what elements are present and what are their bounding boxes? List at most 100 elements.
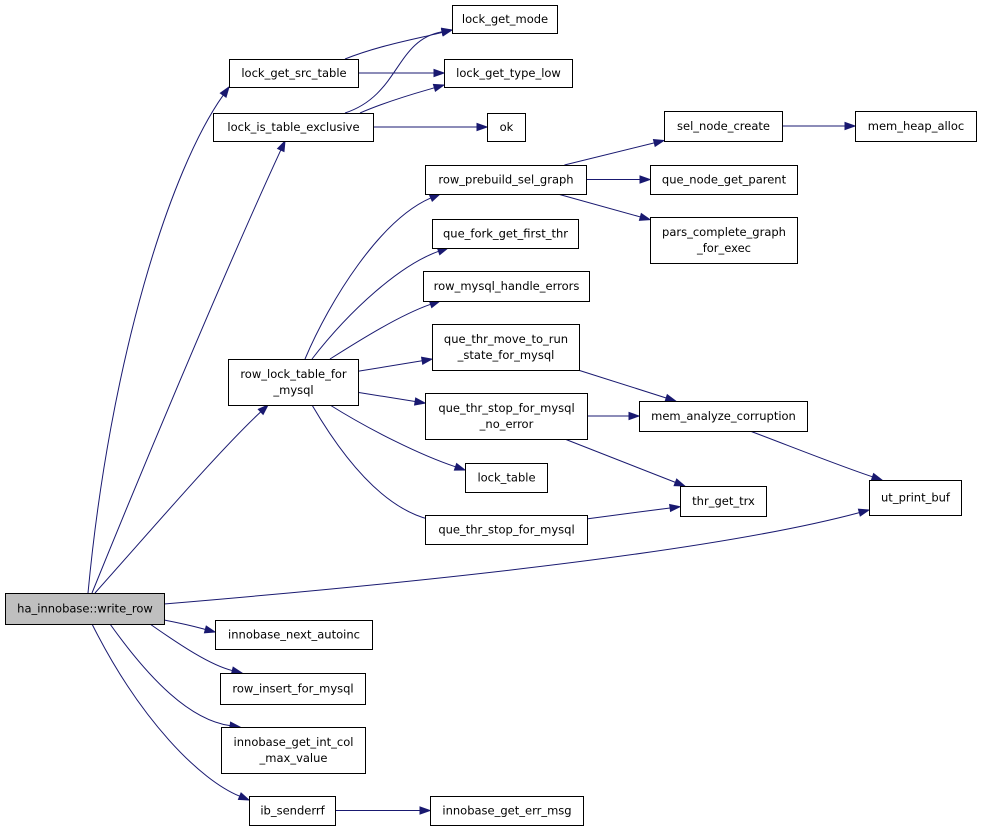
arrowhead-icon	[257, 403, 270, 416]
node-label: pars_complete_graph	[662, 225, 786, 239]
node-label: _no_error	[479, 417, 534, 431]
node-row-insert-for-mysql[interactable]: row_insert_for_mysql	[220, 673, 366, 705]
node-label: _for_exec	[696, 241, 751, 255]
edge-sel_node_create-to-mem_heap_alloc	[782, 121, 857, 131]
node-box	[213, 113, 374, 142]
node-ib-senderrf[interactable]: ib_senderrf	[249, 796, 336, 826]
node-box	[650, 165, 798, 195]
node-innobase-get-int-col-max-value[interactable]: innobase_get_int_col_max_value	[221, 727, 366, 774]
node-lock-get-mode[interactable]: lock_get_mode	[452, 5, 558, 34]
node-lock-is-table-exclusive[interactable]: lock_is_table_exclusive	[213, 113, 374, 142]
node-label: row_prebuild_sel_graph	[438, 173, 573, 187]
arrowhead-icon	[673, 478, 687, 487]
node-label: ha_innobase::write_row	[17, 602, 153, 616]
node-lock-get-type-low[interactable]: lock_get_type_low	[444, 59, 573, 88]
edge-lock_is_table_exclusive-to-lock_get_mode	[344, 27, 454, 114]
node-que-thr-stop-for-mysql[interactable]: que_thr_stop_for_mysql	[425, 515, 588, 545]
node-lock-get-src-table[interactable]: lock_get_src_table	[229, 59, 359, 88]
node-label: que_node_get_parent	[662, 173, 787, 187]
node-label: innobase_get_int_col	[234, 735, 354, 749]
node-innobase-next-autoinc[interactable]: innobase_next_autoinc	[215, 620, 373, 650]
arrowhead-icon	[433, 68, 446, 78]
node-que-thr-stop-for-mysql-no-error[interactable]: que_thr_stop_for_mysql _no_error	[425, 393, 588, 440]
node-label: mem_analyze_corruption	[651, 409, 796, 423]
node-mem-analyze-corruption[interactable]: mem_analyze_corruption	[639, 401, 808, 432]
edge-ib_senderrf-to-innobase_get_err_msg	[334, 806, 432, 815]
node-box	[229, 59, 359, 88]
node-label: row_insert_for_mysql	[232, 682, 353, 696]
node-box	[432, 324, 580, 371]
node-lock-table[interactable]: lock_table	[465, 463, 548, 493]
edge-line	[311, 404, 431, 521]
node-row-mysql-handle-errors[interactable]: row_mysql_handle_errors	[423, 271, 590, 302]
edge-row_lock_table_for_mysql-to-row_prebuild_sel_graph	[304, 193, 442, 360]
node-box	[680, 486, 767, 517]
edge-ha_innobase_write_row-to-lock_get_src_table	[87, 85, 230, 594]
edge-line	[557, 193, 641, 218]
edge-que_thr_move_to_run_state_for_mysql-to-mem_analyze_corruption	[577, 369, 678, 402]
edge-ha_innobase_write_row-to-ut_print_buf	[163, 508, 871, 605]
node-label: sel_node_create	[677, 119, 770, 133]
arrowhead-icon	[419, 806, 432, 815]
edge-row_lock_table_for_mysql-to-row_mysql_handle_errors	[329, 300, 442, 360]
edge-ha_innobase_write_row-to-row_lock_table_for_mysql	[94, 403, 270, 594]
edge-row_prebuild_sel_graph-to-pars_complete_graph_for_exec	[557, 193, 652, 221]
edge-ha_innobase_write_row-to-ib_senderrf	[91, 623, 251, 801]
node-label: que_thr_move_to_run	[444, 332, 568, 346]
function-nodes: ha_innobase::write_row lock_get_src_table…	[5, 5, 977, 826]
node-label: ib_senderrf	[260, 804, 325, 818]
edge-line	[564, 142, 655, 166]
arrowhead-icon	[237, 792, 251, 801]
node-innobase-get-err-msg[interactable]: innobase_get_err_msg	[430, 796, 584, 826]
node-thr-get-trx[interactable]: thr_get_trx	[680, 486, 767, 517]
node-label: lock_get_src_table	[241, 66, 346, 80]
edge-line	[163, 619, 206, 630]
node-box	[221, 727, 366, 774]
edge-line	[344, 31, 443, 60]
arrowhead-icon	[639, 175, 652, 184]
arrowhead-icon	[652, 138, 666, 148]
node-que-fork-get-first-thr[interactable]: que_fork_get_first_thr	[432, 219, 579, 249]
node-box	[452, 5, 558, 34]
edge-mem_analyze_corruption-to-ut_print_buf	[749, 430, 884, 481]
node-box	[425, 393, 588, 440]
arrowhead-icon	[844, 121, 857, 131]
arrowhead-icon	[857, 508, 871, 517]
edge-row_lock_table_for_mysql-to-que_thr_stop_for_mysql	[311, 404, 442, 524]
edge-line	[586, 507, 671, 520]
node-row-prebuild-sel-graph[interactable]: row_prebuild_sel_graph	[425, 165, 587, 195]
edge-ha_innobase_write_row-to-lock_is_table_exclusive	[91, 139, 286, 594]
edge-row_prebuild_sel_graph-to-sel_node_create	[564, 138, 666, 166]
node-box	[430, 796, 584, 826]
node-label: lock_table	[477, 471, 535, 485]
edge-row_lock_table_for_mysql-to-que_thr_move_to_run_state_for_mysql	[357, 356, 434, 372]
node-que-thr-move-to-run-state-for-mysql[interactable]: que_thr_move_to_run _state_for_mysql	[432, 324, 580, 371]
node-label: innobase_get_err_msg	[442, 804, 571, 818]
arrowhead-icon	[276, 139, 286, 153]
arrowhead-icon	[432, 83, 446, 92]
node-label: que_thr_stop_for_mysql	[438, 401, 574, 415]
node-label: _state_for_mysql	[457, 348, 555, 362]
edge-row_lock_table_for_mysql-to-que_thr_stop_for_mysql_no_error	[357, 391, 427, 406]
node-box	[220, 673, 366, 705]
node-ok[interactable]: ok	[487, 113, 526, 142]
arrowhead-icon	[219, 85, 230, 98]
node-label: ut_print_buf	[881, 491, 951, 505]
arrowhead-icon	[664, 393, 678, 402]
node-pars-complete-graph-for-exec[interactable]: pars_complete_graph _for_exec	[650, 217, 798, 264]
edge-line	[564, 438, 676, 483]
node-sel-node-create[interactable]: sel_node_create	[664, 111, 783, 142]
edge-line	[311, 250, 439, 360]
node-label: innobase_next_autoinc	[228, 628, 360, 642]
node-mem-heap-alloc[interactable]: mem_heap_alloc	[855, 111, 977, 142]
node-box	[650, 217, 798, 264]
arrowhead-icon	[413, 397, 427, 406]
node-label: mem_heap_alloc	[868, 119, 965, 133]
edge-line	[149, 623, 233, 672]
arrowhead-icon	[428, 193, 442, 203]
node-que-node-get-parent[interactable]: que_node_get_parent	[650, 165, 798, 195]
node-label: lock_is_table_exclusive	[227, 120, 359, 134]
node-ut-print-buf[interactable]: ut_print_buf	[869, 480, 962, 516]
node-ha-innobase-write-row[interactable]: ha_innobase::write_row	[5, 593, 165, 625]
node-row-lock-table-for-mysql[interactable]: row_lock_table_for_mysql	[228, 359, 359, 406]
